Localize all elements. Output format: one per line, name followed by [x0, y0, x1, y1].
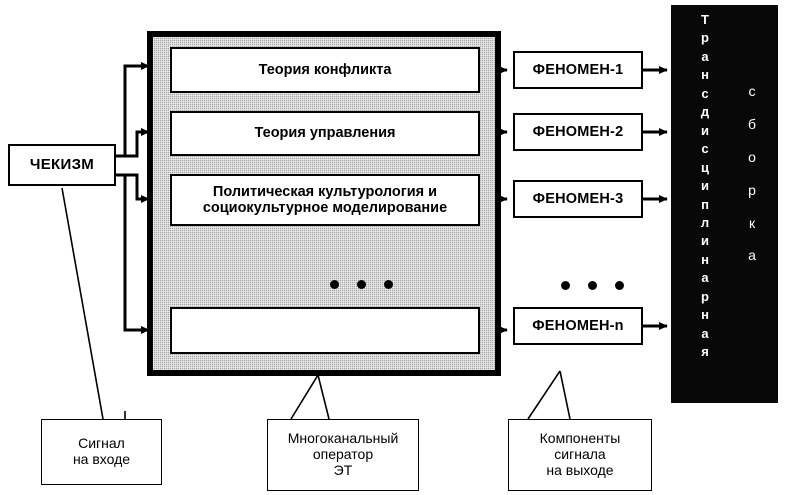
vertical-letter: а	[748, 247, 756, 264]
source-node-label: ЧЕКИЗМ	[29, 155, 95, 173]
channel-label: Политическая культурология и социокульту…	[202, 183, 448, 216]
dot-icon	[561, 281, 570, 290]
vertical-letter: б	[747, 115, 757, 132]
phenomenon-box-2[interactable]: ФЕНОМЕН-2	[513, 113, 643, 151]
vertical-letter: с	[701, 85, 709, 101]
vertical-letter: а	[701, 325, 709, 341]
dot-icon	[357, 280, 366, 289]
vertical-letter: я	[701, 344, 709, 360]
caption-line: на входе	[72, 451, 131, 467]
vertical-letter: п	[701, 196, 709, 212]
vertical-letter: н	[701, 67, 709, 83]
vertical-letter: и	[701, 233, 709, 249]
channel-box-theory-n[interactable]	[170, 307, 480, 354]
dot-icon	[615, 281, 624, 290]
dot-icon	[588, 281, 597, 290]
vertical-letter: р	[701, 288, 709, 304]
dot-icon	[384, 280, 393, 289]
vertical-letter: д	[700, 104, 710, 120]
vertical-letter: Т	[701, 12, 709, 27]
vertical-letter: к	[748, 214, 756, 231]
phenomenon-label: ФЕНОМЕН-n	[532, 317, 624, 334]
caption-line: Компоненты	[539, 430, 621, 447]
vertical-letter: н	[701, 307, 709, 323]
vertical-letter: и	[701, 178, 709, 194]
phenomenon-box-1[interactable]: ФЕНОМЕН-1	[513, 51, 643, 89]
vertical-letter: и	[701, 122, 709, 138]
channel-label: Теория управления	[254, 125, 396, 142]
vertical-letter: а	[701, 270, 709, 286]
vertical-letter: с	[701, 141, 709, 157]
channel-ellipsis-dots	[330, 280, 393, 289]
vertical-letter: л	[700, 214, 710, 230]
vertical-letter: а	[701, 48, 709, 64]
phenomenon-box-n[interactable]: ФЕНОМЕН-n	[513, 307, 643, 345]
vertical-letter: н	[701, 251, 709, 267]
dot-icon	[330, 280, 339, 289]
phenomenon-label: ФЕНОМЕН-1	[532, 61, 624, 78]
vertical-letter: ц	[701, 159, 709, 175]
vertical-letter: р	[701, 30, 709, 46]
caption-line: Сигнал	[78, 435, 125, 452]
phenomenon-box-3[interactable]: ФЕНОМЕН-3	[513, 180, 643, 218]
source-node-chekizm[interactable]: ЧЕКИЗМ	[8, 144, 116, 186]
channel-box-theory-1[interactable]: Теория конфликта	[170, 47, 480, 93]
caption-line: оператор	[312, 446, 374, 463]
phenomenon-label: ФЕНОМЕН-3	[532, 190, 624, 207]
vertical-letter: с	[748, 83, 756, 99]
phenomenon-label: ФЕНОМЕН-2	[532, 123, 624, 140]
caption-line: ЭТ	[333, 461, 353, 478]
phenomenon-ellipsis-dots	[561, 281, 624, 290]
vertical-letter: р	[748, 181, 756, 198]
channel-box-theory-2[interactable]: Теория управления	[170, 111, 480, 156]
channel-box-theory-3[interactable]: Политическая культурология и социокульту…	[170, 174, 480, 226]
channel-label: Теория конфликта	[258, 61, 392, 78]
caption-line: на выходе	[546, 461, 614, 478]
caption-line: сигнала	[554, 446, 606, 463]
vertical-letter: о	[748, 148, 756, 165]
caption-line: Многоканальный	[287, 430, 399, 447]
